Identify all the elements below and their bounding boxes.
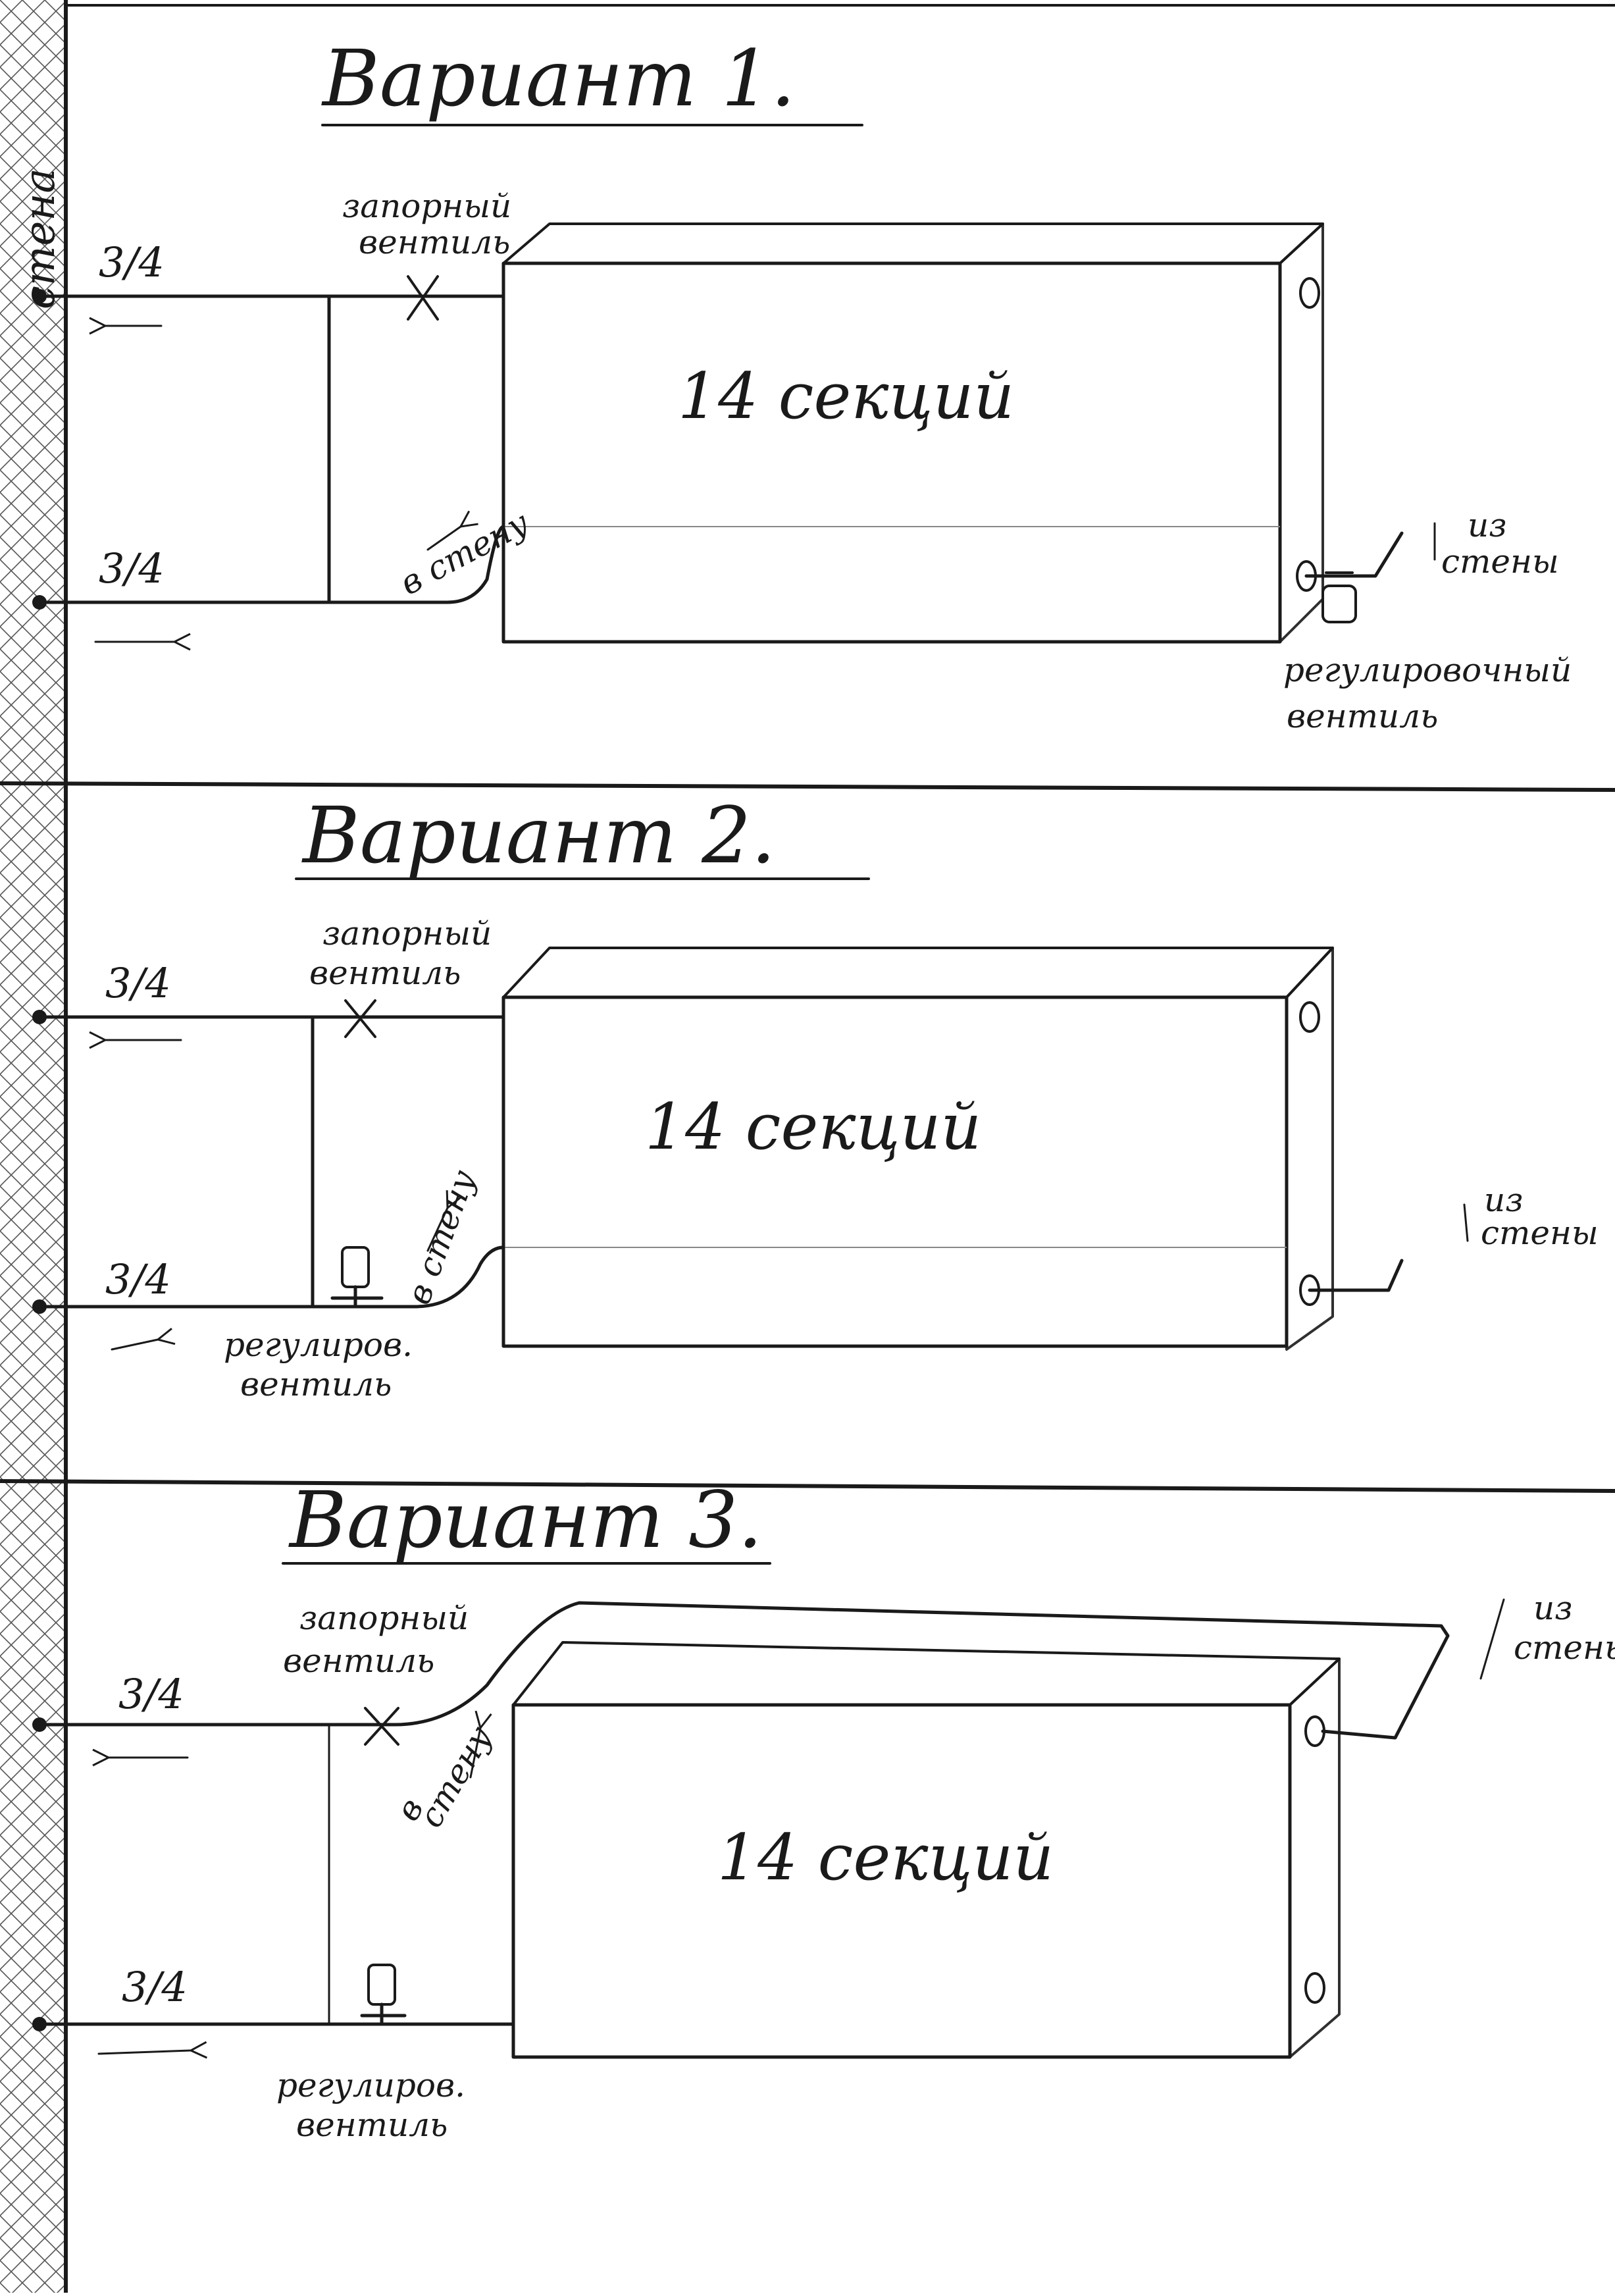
radiator-front [511, 1703, 1292, 2059]
regulating-valve-label-1: регулиров. [224, 1326, 413, 1364]
radiator: 14 секций [501, 947, 1334, 1351]
into-wall-arrow-icon [469, 1728, 480, 1779]
regulating-valve-icon [360, 1964, 407, 2026]
wall-connection-bottom [32, 2017, 47, 2031]
from-wall-label-1: из [1468, 506, 1506, 544]
supply-pipe-over-radiator [393, 1601, 1450, 1740]
radiator-top-port [1299, 1001, 1320, 1033]
radiator-top-port [1299, 277, 1320, 309]
variant-1: Вариант 1. 14 секций 3/4 3/4 [32, 33, 1572, 735]
into-wall-label: в стену [394, 504, 534, 603]
wall-connection-bottom [32, 595, 47, 610]
arrow-right-icon [97, 2050, 191, 2054]
radiator-top [502, 222, 1324, 265]
wall-label: стена [16, 168, 64, 309]
radiator-front [501, 261, 1282, 644]
variant-title: Вариант 3. [288, 1474, 763, 1565]
variant-3: Вариант 3. 14 секций 3/4 3/4 запорный ве… [32, 1474, 1615, 2144]
from-wall-arrow-icon [1463, 1203, 1469, 1242]
variant-2: Вариант 2. 14 секций 3/4 3/4 запорный в [32, 790, 1599, 1403]
shutoff-valve-label-2: вентиль [309, 954, 461, 992]
pipe-size-top: 3/4 [99, 238, 165, 286]
separator-1 [0, 781, 1615, 792]
into-wall-label: в стену [399, 1165, 483, 1309]
pipe-size-top: 3/4 [105, 959, 171, 1007]
into-wall-arrow-icon [426, 1208, 448, 1252]
return-pipe-bottom [38, 1245, 505, 1309]
from-wall-label-2: стены [1514, 1629, 1615, 1667]
regulating-valve-label-1: регулировочный [1283, 651, 1572, 689]
arrow-right-icon [111, 1340, 158, 1351]
from-wall-label-2: стены [1441, 542, 1559, 581]
wall-connection-bottom [32, 1299, 47, 1314]
wall: стена [0, 0, 68, 2295]
radiator: 14 секций [501, 222, 1324, 644]
wall-hatching [0, 0, 66, 2293]
sections-label: 14 секций [717, 1821, 1054, 1894]
wall-connection-top [32, 1010, 47, 1024]
shutoff-valve-label-2: вентиль [283, 1642, 434, 1680]
from-wall-label-1: из [1533, 1589, 1572, 1627]
pipe-size-bottom: 3/4 [99, 544, 165, 592]
regulating-valve-icon [1304, 531, 1404, 623]
radiator-top [502, 947, 1334, 999]
from-wall-label-2: стены [1481, 1214, 1599, 1252]
pipe-size-bottom: 3/4 [105, 1255, 171, 1303]
from-wall-label-1: из [1484, 1181, 1523, 1219]
variant-title: Вариант 1. [321, 33, 796, 124]
radiator: 14 секций [511, 1641, 1341, 2059]
regulating-valve-label-1: регулиров. [276, 2066, 465, 2104]
regulating-valve-label-2: вентиль [240, 1365, 392, 1403]
into-wall-label-2: стену [411, 1719, 500, 1834]
pipe-size-bottom: 3/4 [122, 1963, 188, 2011]
return-pipe-bottom [38, 525, 505, 604]
shutoff-valve-icon [364, 1707, 399, 1746]
pipe-size-top: 3/4 [118, 1670, 184, 1718]
return-pipe-from-wall [1308, 1259, 1404, 1292]
wall-connection-top [32, 1717, 47, 1732]
regulating-valve-label-2: вентиль [296, 2106, 448, 2144]
regulating-valve-icon [330, 1246, 384, 1309]
wall-connection-top [32, 289, 47, 303]
shutoff-valve-label-2: вентиль [359, 223, 510, 261]
shutoff-valve-label-1: запорный [299, 1599, 469, 1637]
variant-title: Вариант 2. [301, 790, 776, 881]
radiator-side [1289, 1657, 1341, 2058]
radiator-bottom-port [1304, 1972, 1325, 2004]
radiator-front [501, 995, 1289, 1348]
radiator-top [512, 1641, 1341, 1706]
shutoff-valve-label-1: запорный [342, 187, 511, 225]
regulating-valve-label-2: вентиль [1287, 697, 1438, 735]
from-wall-arrow-icon [1479, 1598, 1505, 1680]
shutoff-valve-icon [407, 275, 439, 321]
shutoff-valve-icon [344, 999, 376, 1038]
into-wall-arrow-icon [426, 527, 461, 551]
sections-label: 14 секций [645, 1090, 981, 1164]
sections-label: 14 секций [678, 359, 1014, 433]
separator-2 [0, 1479, 1615, 1493]
shutoff-valve-label-1: запорный [322, 914, 492, 952]
